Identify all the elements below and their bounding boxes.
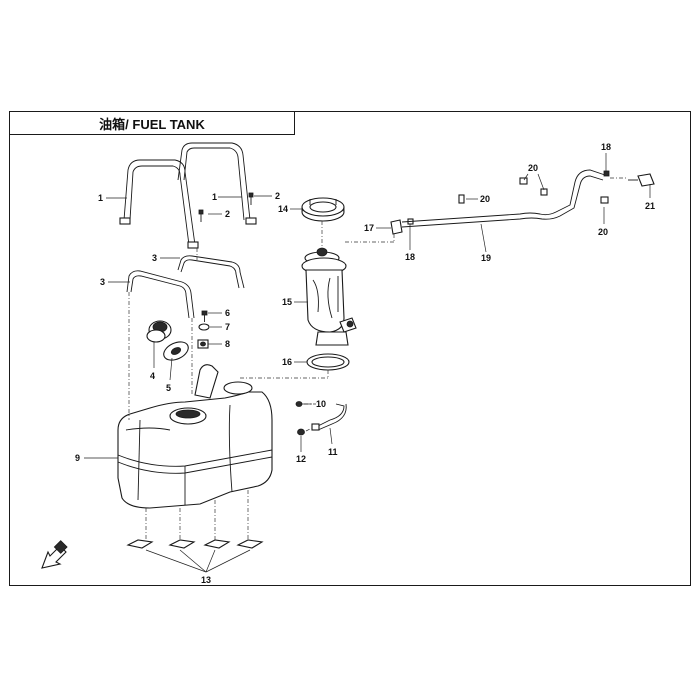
callout-15: 15 (282, 297, 292, 307)
hose-clamp-10 (295, 401, 303, 407)
strap-rear (177, 255, 245, 289)
strap-front (126, 270, 195, 319)
fuel-pump (301, 247, 357, 346)
callout-1-left: 1 (98, 193, 103, 203)
callout-8: 8 (225, 339, 230, 349)
callout-5: 5 (166, 383, 171, 393)
callout-6: 6 (225, 308, 230, 318)
callout-9: 9 (75, 453, 80, 463)
callout-3-lower: 3 (100, 277, 105, 287)
callout-17: 17 (364, 223, 374, 233)
callout-7: 7 (225, 322, 230, 332)
bolt-2-right (248, 192, 254, 205)
callout-2-upper: 2 (275, 191, 280, 201)
callout-13: 13 (201, 575, 211, 585)
bracket-large-right (177, 142, 257, 225)
bracket-large-left (119, 159, 199, 249)
diagram-frame (9, 111, 691, 586)
callout-1-right: 1 (212, 192, 217, 202)
bolt-6 (201, 310, 208, 322)
callout-2-lower: 2 (225, 209, 230, 219)
clip-18-upper (603, 170, 610, 177)
fuel-cap (146, 320, 172, 343)
callout-19: 19 (481, 253, 491, 263)
quick-connector-17 (390, 219, 403, 235)
callout-18-lower: 18 (405, 252, 415, 262)
washer-7 (198, 323, 210, 331)
clamps-20 (458, 177, 609, 204)
callout-10: 10 (316, 399, 326, 409)
callout-12: 12 (296, 454, 306, 464)
callout-20-right: 20 (598, 227, 608, 237)
fuel-tank (117, 364, 273, 509)
callout-3-upper: 3 (152, 253, 157, 263)
vent-hose-11 (311, 403, 347, 431)
callout-numbers: 1 1 2 2 3 3 4 5 6 7 8 9 10 11 12 13 14 1… (75, 142, 655, 585)
callout-11: 11 (328, 447, 338, 457)
rubber-pads (126, 539, 264, 549)
connector-21 (628, 173, 655, 187)
lock-ring (301, 197, 345, 222)
bolt-2-left (198, 209, 204, 222)
callout-21: 21 (645, 201, 655, 211)
callout-20-top: 20 (528, 163, 538, 173)
front-arrow-icon (41, 540, 68, 569)
callout-20-left: 20 (480, 194, 490, 204)
pump-gasket (306, 353, 350, 371)
callout-16: 16 (282, 357, 292, 367)
leader-lines (84, 153, 651, 573)
fuel-line-19 (401, 169, 606, 228)
nut-8 (197, 339, 209, 349)
callout-4: 4 (150, 371, 155, 381)
diagram-title: 油箱/ FUEL TANK (9, 111, 295, 135)
callout-14: 14 (278, 204, 288, 214)
callout-18-upper: 18 (601, 142, 611, 152)
clamp-12 (297, 428, 305, 436)
cap-gasket (163, 341, 189, 361)
